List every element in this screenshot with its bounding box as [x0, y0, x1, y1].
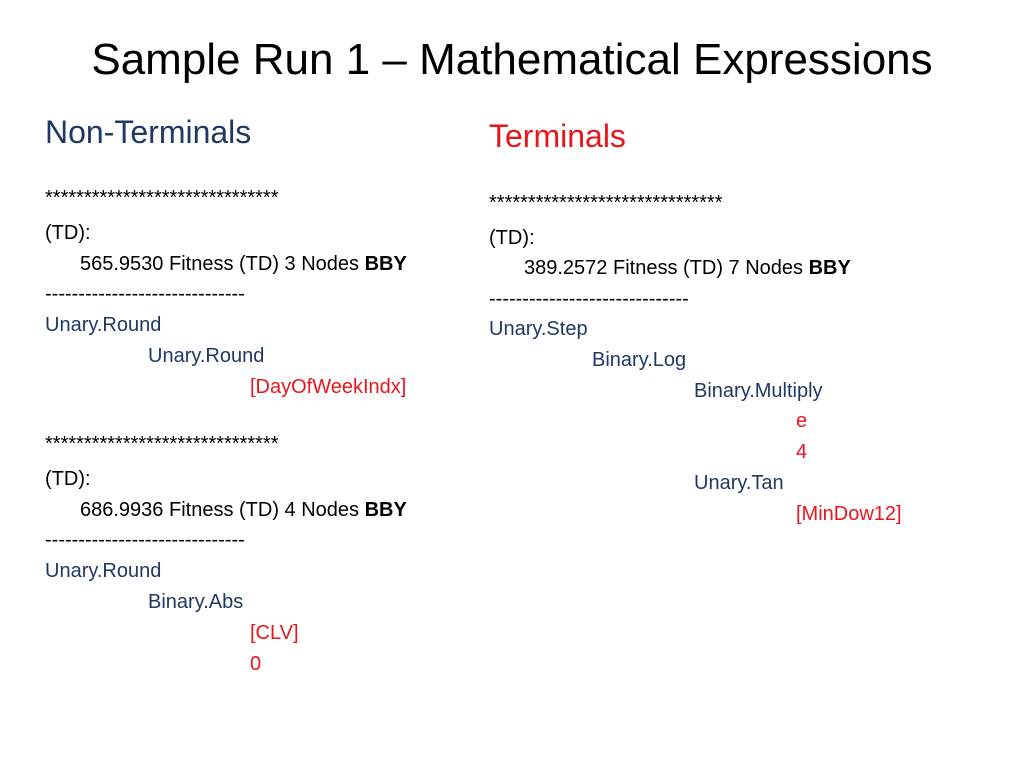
dash-separator: ------------------------------ [45, 283, 245, 305]
tree-node: Unary.Round [148, 345, 265, 367]
tree-node: Unary.Round [45, 314, 162, 336]
stars-separator: ****************************** [489, 192, 723, 214]
fitness-text: 565.9530 Fitness (TD) 3 Nodes [80, 253, 365, 275]
tree-terminal: [DayOfWeekIndx] [250, 376, 407, 398]
tree-terminal: [MinDow12] [796, 503, 902, 525]
tree-terminal: 4 [796, 441, 808, 463]
stars-separator: ****************************** [45, 433, 279, 455]
tree-node: Binary.Log [592, 349, 687, 371]
dash-separator: ------------------------------ [489, 288, 689, 310]
fitness-line: 686.9936 Fitness (TD) 4 Nodes BBY [80, 495, 407, 525]
fitness-line: 389.2572 Fitness (TD) 7 Nodes BBY [524, 253, 851, 283]
tree-node: Binary.Abs [148, 591, 244, 613]
tree-terminal: e [796, 410, 808, 432]
slide-title: Sample Run 1 – Mathematical Expressions [91, 35, 933, 84]
fitness-text: 389.2572 Fitness (TD) 7 Nodes [524, 257, 809, 279]
bby-tag: BBY [364, 499, 407, 521]
tree-node: Unary.Step [489, 318, 588, 340]
fitness-text: 686.9936 Fitness (TD) 4 Nodes [80, 499, 365, 521]
non-terminals-heading: Non-Terminals [45, 114, 252, 150]
td-label: (TD): [45, 468, 91, 490]
bby-tag: BBY [364, 253, 407, 275]
tree-terminal: 0 [250, 653, 262, 675]
tree-node: Unary.Round [45, 560, 162, 582]
dash-separator: ------------------------------ [45, 529, 245, 551]
td-label: (TD): [45, 222, 91, 244]
tree-node: Unary.Tan [694, 472, 784, 494]
tree-node: Binary.Multiply [694, 380, 823, 402]
td-label: (TD): [489, 227, 535, 249]
bby-tag: BBY [808, 257, 851, 279]
terminals-heading: Terminals [489, 118, 626, 154]
fitness-line: 565.9530 Fitness (TD) 3 Nodes BBY [80, 249, 407, 279]
stars-separator: ****************************** [45, 187, 279, 209]
tree-terminal: [CLV] [250, 622, 299, 644]
